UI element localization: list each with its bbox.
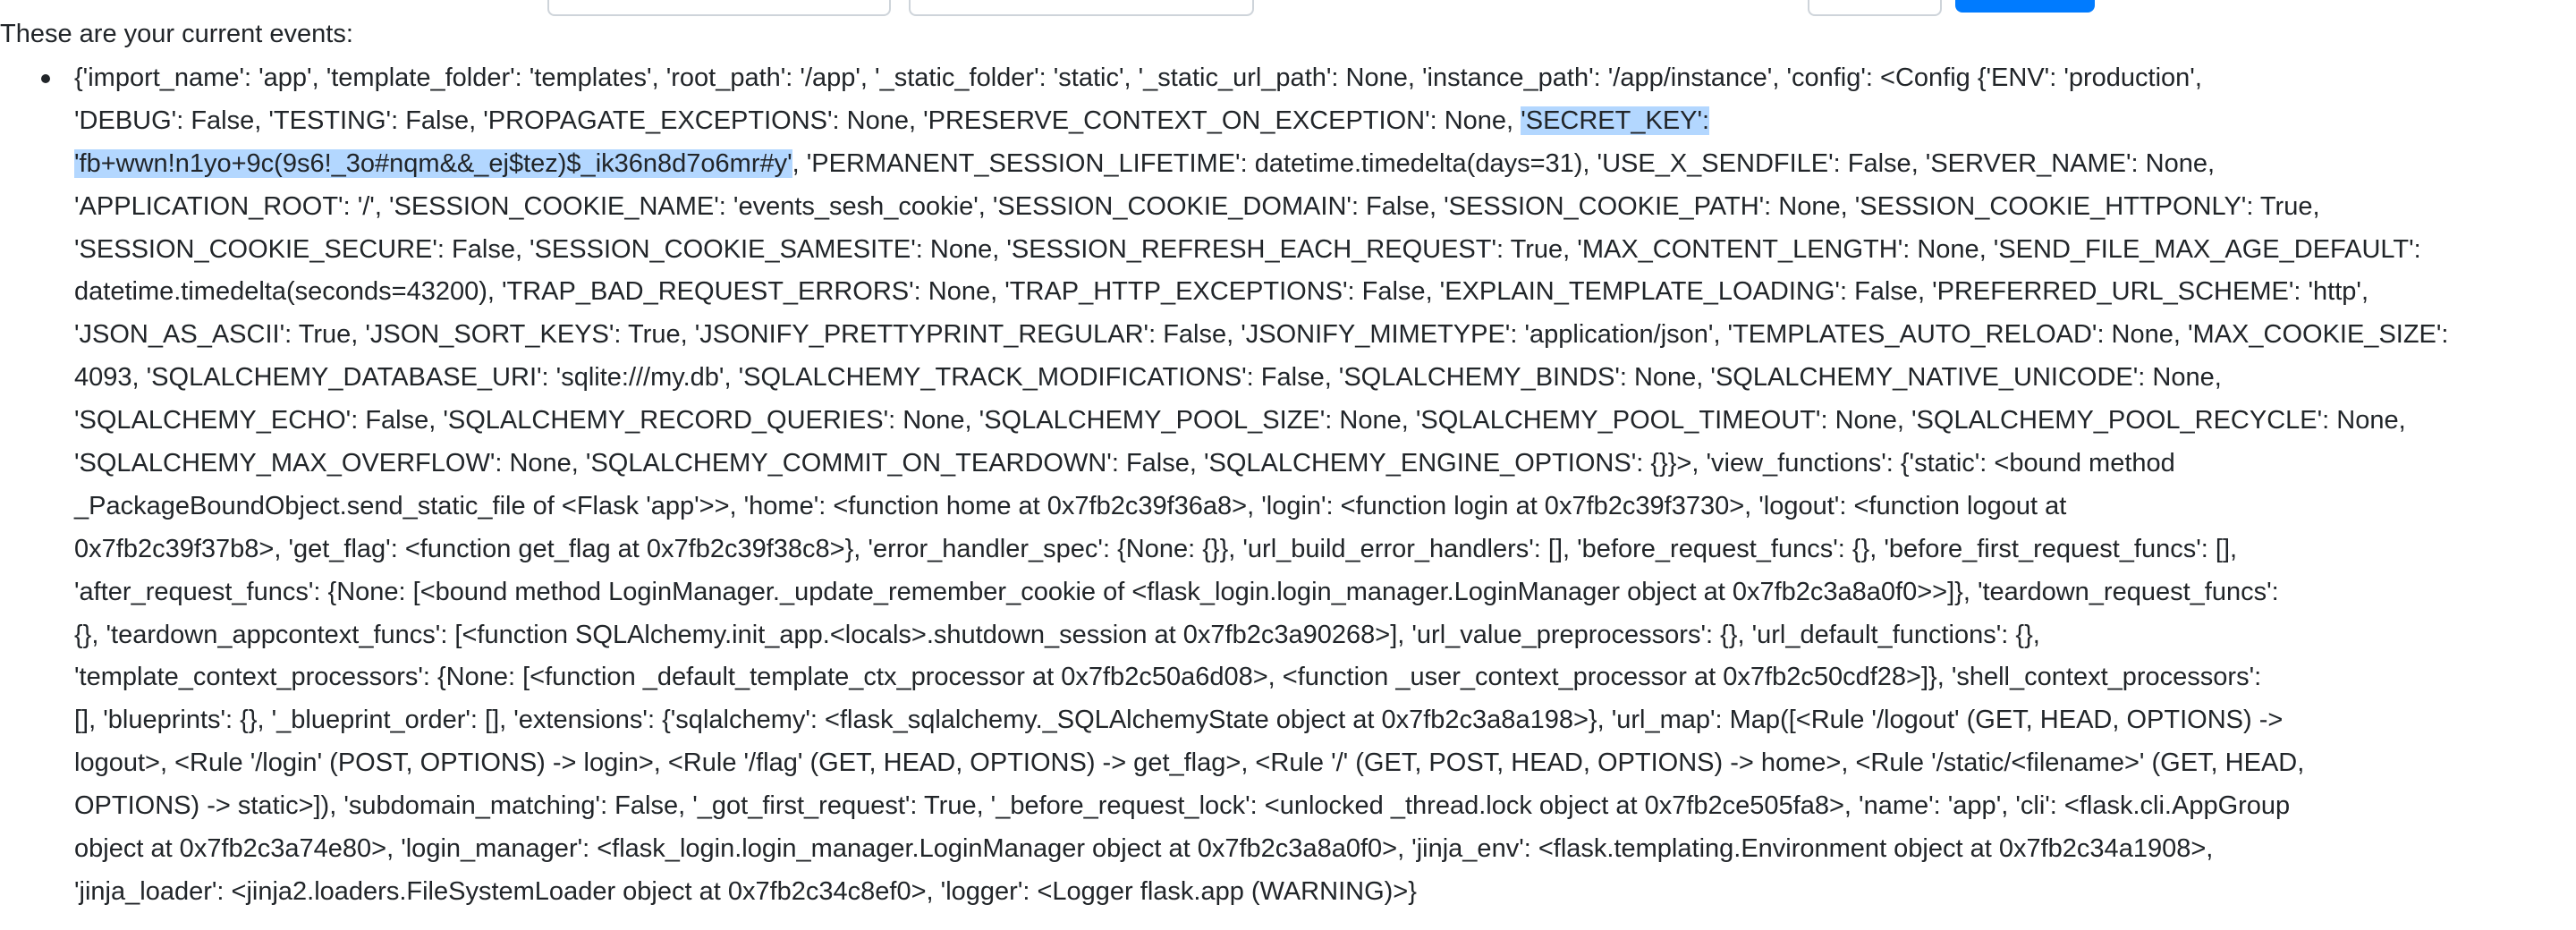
event-text: [], 'blueprints': {}, '_blueprint_order'… xyxy=(74,706,2284,735)
event-text-line: logout>, <Rule '/login' (POST, OPTIONS) … xyxy=(74,742,2449,785)
event-text: _PackageBoundObject.send_static_file of … xyxy=(74,491,2067,520)
event-text: datetime.timedelta(seconds=43200), 'TRAP… xyxy=(74,277,2368,307)
event-text: 'DEBUG': False, 'TESTING': False, 'PROPA… xyxy=(74,106,1521,135)
selected-text: 'SECRET_KEY': xyxy=(1521,106,1710,135)
events-list: {'import_name': 'app', 'template_folder'… xyxy=(0,57,2449,914)
bullet-icon xyxy=(41,74,50,83)
event-text-line: 'after_request_funcs': {None: [<bound me… xyxy=(74,571,2449,614)
event-text-line: datetime.timedelta(seconds=43200), 'TRAP… xyxy=(74,271,2449,314)
event-text-line: 'APPLICATION_ROOT': '/', 'SESSION_COOKIE… xyxy=(74,186,2449,229)
event-text-line: OPTIONS) -> static>]), 'subdomain_matchi… xyxy=(74,785,2449,828)
event-text: object at 0x7fb2c3a74e80>, 'login_manage… xyxy=(74,834,2214,864)
secondary-button[interactable] xyxy=(1808,0,1942,16)
event-text-line: 'SQLALCHEMY_MAX_OVERFLOW': None, 'SQLALC… xyxy=(74,443,2449,486)
event-text-line: 'fb+wwn!n1yo+9c(9s6!_3o#nqm&&_ej$tez)$_i… xyxy=(74,143,2449,186)
event-text-line: 'jinja_loader': <jinja2.loaders.FileSyst… xyxy=(74,871,2449,914)
event-text: OPTIONS) -> static>]), 'subdomain_matchi… xyxy=(74,791,2291,821)
event-text: , 'PERMANENT_SESSION_LIFETIME': datetime… xyxy=(792,148,2216,178)
event-text-line: 'JSON_AS_ASCII': True, 'JSON_SORT_KEYS':… xyxy=(74,314,2449,357)
event-text-line: _PackageBoundObject.send_static_file of … xyxy=(74,486,2449,528)
event-text: 'SQLALCHEMY_MAX_OVERFLOW': None, 'SQLALC… xyxy=(74,449,2175,478)
event-text: 'SQLALCHEMY_ECHO': False, 'SQLALCHEMY_RE… xyxy=(74,406,2406,435)
form-input-1[interactable] xyxy=(547,0,891,16)
event-text-line: 'SQLALCHEMY_ECHO': False, 'SQLALCHEMY_RE… xyxy=(74,400,2449,443)
event-text-line: {}, 'teardown_appcontext_funcs': [<funct… xyxy=(74,614,2449,657)
event-text-line: [], 'blueprints': {}, '_blueprint_order'… xyxy=(74,699,2449,742)
event-text-line: object at 0x7fb2c3a74e80>, 'login_manage… xyxy=(74,828,2449,871)
event-text: 'template_context_processors': {None: [<… xyxy=(74,663,2262,692)
event-text: logout>, <Rule '/login' (POST, OPTIONS) … xyxy=(74,748,2305,778)
event-text: 'jinja_loader': <jinja2.loaders.FileSyst… xyxy=(74,876,1417,906)
event-text-line: 4093, 'SQLALCHEMY_DATABASE_URI': 'sqlite… xyxy=(74,357,2449,400)
event-text: {'import_name': 'app', 'template_folder'… xyxy=(74,63,2202,92)
event-text-line: 0x7fb2c39f37b8>, 'get_flag': <function g… xyxy=(74,528,2449,571)
event-text-line: {'import_name': 'app', 'template_folder'… xyxy=(74,57,2449,100)
event-text-line: 'template_context_processors': {None: [<… xyxy=(74,656,2449,699)
events-heading: These are your current events: xyxy=(0,20,353,48)
event-text: 'SESSION_COOKIE_SECURE': False, 'SESSION… xyxy=(74,234,2421,264)
event-text: {}, 'teardown_appcontext_funcs': [<funct… xyxy=(74,620,2040,649)
event-text: 'APPLICATION_ROOT': '/', 'SESSION_COOKIE… xyxy=(74,191,2320,221)
event-item: {'import_name': 'app', 'template_folder'… xyxy=(0,57,2449,914)
selected-text: 'fb+wwn!n1yo+9c(9s6!_3o#nqm&&_ej$tez)$_i… xyxy=(74,148,792,178)
event-text-line: 'DEBUG': False, 'TESTING': False, 'PROPA… xyxy=(74,100,2449,143)
event-text: 'JSON_AS_ASCII': True, 'JSON_SORT_KEYS':… xyxy=(74,320,2449,350)
primary-button[interactable] xyxy=(1955,0,2095,13)
event-text: 4093, 'SQLALCHEMY_DATABASE_URI': 'sqlite… xyxy=(74,363,2222,393)
form-input-2[interactable] xyxy=(909,0,1254,16)
event-text-line: 'SESSION_COOKIE_SECURE': False, 'SESSION… xyxy=(74,229,2449,272)
event-text: 0x7fb2c39f37b8>, 'get_flag': <function g… xyxy=(74,534,2238,563)
event-text: 'after_request_funcs': {None: [<bound me… xyxy=(74,577,2279,606)
